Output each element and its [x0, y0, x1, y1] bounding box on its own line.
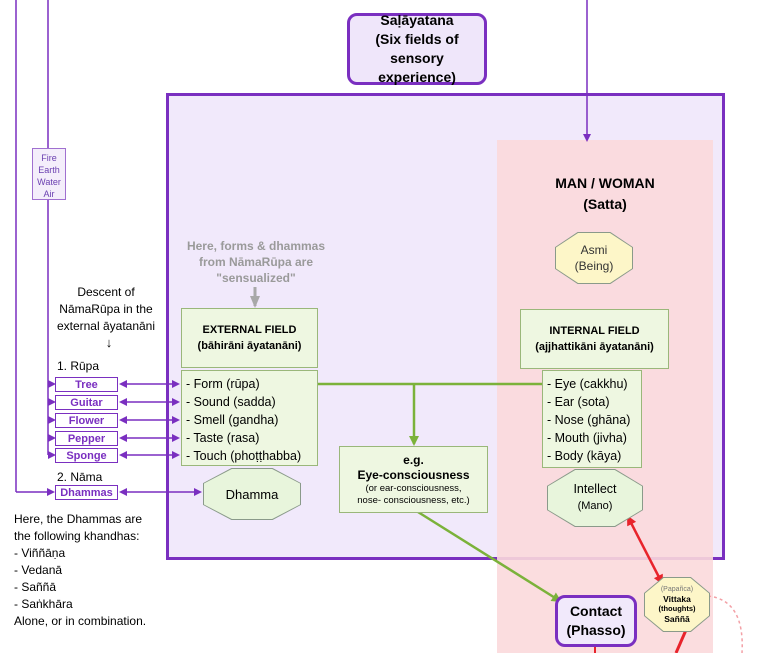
descent-note: Descent of NāmaRūpa in the external āyat… [50, 284, 162, 351]
rupa-item-sponge: Sponge [55, 448, 118, 463]
asmi-sub: (Being) [574, 259, 614, 273]
khandha-sanna: - Saññā [14, 580, 57, 594]
element-air: Air [43, 189, 55, 199]
intellect-sub: (Mano) [577, 500, 613, 512]
satta-line-2: (Satta) [583, 196, 627, 212]
salayatana-title-box: Saḷāyatana (Six fields of sensory experi… [347, 12, 487, 85]
internal-field-header: INTERNAL FIELD (ajjhattikāni āyatanāni) [520, 309, 669, 369]
internal-field-list: - Eye (cakkhu) - Ear (sota) - Nose (ghān… [542, 370, 642, 468]
external-item-taste: - Taste (rasa) [186, 431, 260, 445]
satta-line-1: MAN / WOMAN [555, 175, 655, 191]
vittaka-top: (Papañca) [660, 585, 694, 593]
eye-consciousness-sub-1: (or ear-consciousness, [365, 483, 462, 494]
title-line-3: sensory experience) [378, 50, 456, 85]
asmi-octagon: Asmi (Being) [555, 232, 633, 284]
internal-field-subtitle: (ajjhattikāni āyatanāni) [535, 341, 654, 353]
contact-box: Contact (Phasso) [555, 595, 637, 647]
external-item-sound: - Sound (sadda) [186, 395, 276, 409]
nama-item-dhammas: Dhammas [55, 485, 118, 500]
internal-field-title: INTERNAL FIELD [549, 325, 640, 337]
rupa-label: 1. Rūpa [57, 359, 100, 373]
khandhas-intro-2: the following khandhas: [14, 529, 140, 543]
satta-heading: MAN / WOMAN (Satta) [500, 173, 710, 215]
dhamma-label: Dhamma [225, 486, 279, 502]
title-line-2: (Six fields of [375, 31, 459, 47]
rupa-item-tree: Tree [55, 377, 118, 392]
dhamma-octagon: Dhamma [203, 468, 301, 520]
external-field-list: - Form (rūpa) - Sound (sadda) - Smell (g… [181, 370, 318, 466]
khandha-vedana: - Vedanā [14, 563, 63, 577]
vittaka-octagon: (Papañca) Vittaka (thoughts) Saññā [644, 577, 710, 632]
rupa-item-pepper: Pepper [55, 431, 118, 446]
sensualized-line-1: Here, forms & dhammas [186, 239, 326, 253]
eye-consciousness-box: e.g. Eye-consciousness (or ear-conscious… [339, 446, 488, 513]
nama-label: 2. Nāma [57, 470, 103, 484]
eye-consciousness-sub-2: nose- consciousness, etc.) [357, 495, 470, 506]
element-earth: Earth [38, 165, 60, 175]
khandhas-intro-1: Here, the Dhammas are [14, 512, 143, 526]
vittaka-sub: (thoughts) [658, 603, 696, 613]
element-fire: Fire [41, 153, 57, 163]
eye-consciousness-prefix: e.g. [403, 453, 424, 467]
khandha-vinnana: - Viññāṇa [14, 546, 66, 560]
contact-line-2: (Phasso) [566, 622, 626, 638]
descent-line-1: Descent of [77, 285, 135, 299]
eye-consciousness-title: Eye-consciousness [357, 468, 470, 482]
internal-item-nose: - Nose (ghāna) [547, 413, 631, 427]
element-water: Water [37, 177, 61, 187]
rupa-item-guitar: Guitar [55, 395, 118, 410]
external-field-subtitle: (bāhirāni āyatanāni) [197, 340, 302, 352]
sensualized-line-3: "sensualized" [216, 271, 296, 285]
vittaka-bottom: Saññā [664, 613, 690, 624]
internal-item-eye: - Eye (cakkhu) [547, 377, 628, 391]
descent-line-2: NāmaRūpa in the [59, 302, 153, 316]
sensualized-line-2: from NāmaRūpa are [198, 255, 314, 269]
descent-arrow-icon: ↓ [105, 335, 113, 350]
external-field-header: EXTERNAL FIELD (bāhirāni āyatanāni) [181, 308, 318, 368]
title-line-1: Saḷāyatana [380, 12, 454, 28]
descent-line-3: external āyatanāni [56, 319, 156, 333]
contact-line-1: Contact [569, 603, 623, 619]
elements-box: Fire Earth Water Air [32, 148, 66, 200]
intellect-label: Intellect [573, 482, 617, 496]
external-item-touch: - Touch (phoṭṭhabba) [186, 449, 302, 463]
khandhas-note: Here, the Dhammas are the following khan… [14, 511, 164, 630]
vittaka-title: Vittaka [663, 593, 691, 604]
external-field-title: EXTERNAL FIELD [202, 324, 297, 336]
rupa-item-flower: Flower [55, 413, 118, 428]
intellect-octagon: Intellect (Mano) [547, 469, 643, 527]
external-item-smell: - Smell (gandha) [186, 413, 279, 427]
internal-item-body: - Body (kāya) [547, 449, 622, 463]
sensualized-note: Here, forms & dhammas from NāmaRūpa are … [176, 238, 336, 286]
internal-item-mouth: - Mouth (jivha) [547, 431, 627, 445]
khandha-sankhara: - Saṅkhāra [14, 597, 73, 611]
internal-item-ear: - Ear (sota) [547, 395, 610, 409]
external-item-form: - Form (rūpa) [186, 377, 260, 391]
asmi-label: Asmi [580, 243, 608, 257]
khandhas-outro: Alone, or in combination. [14, 614, 147, 628]
